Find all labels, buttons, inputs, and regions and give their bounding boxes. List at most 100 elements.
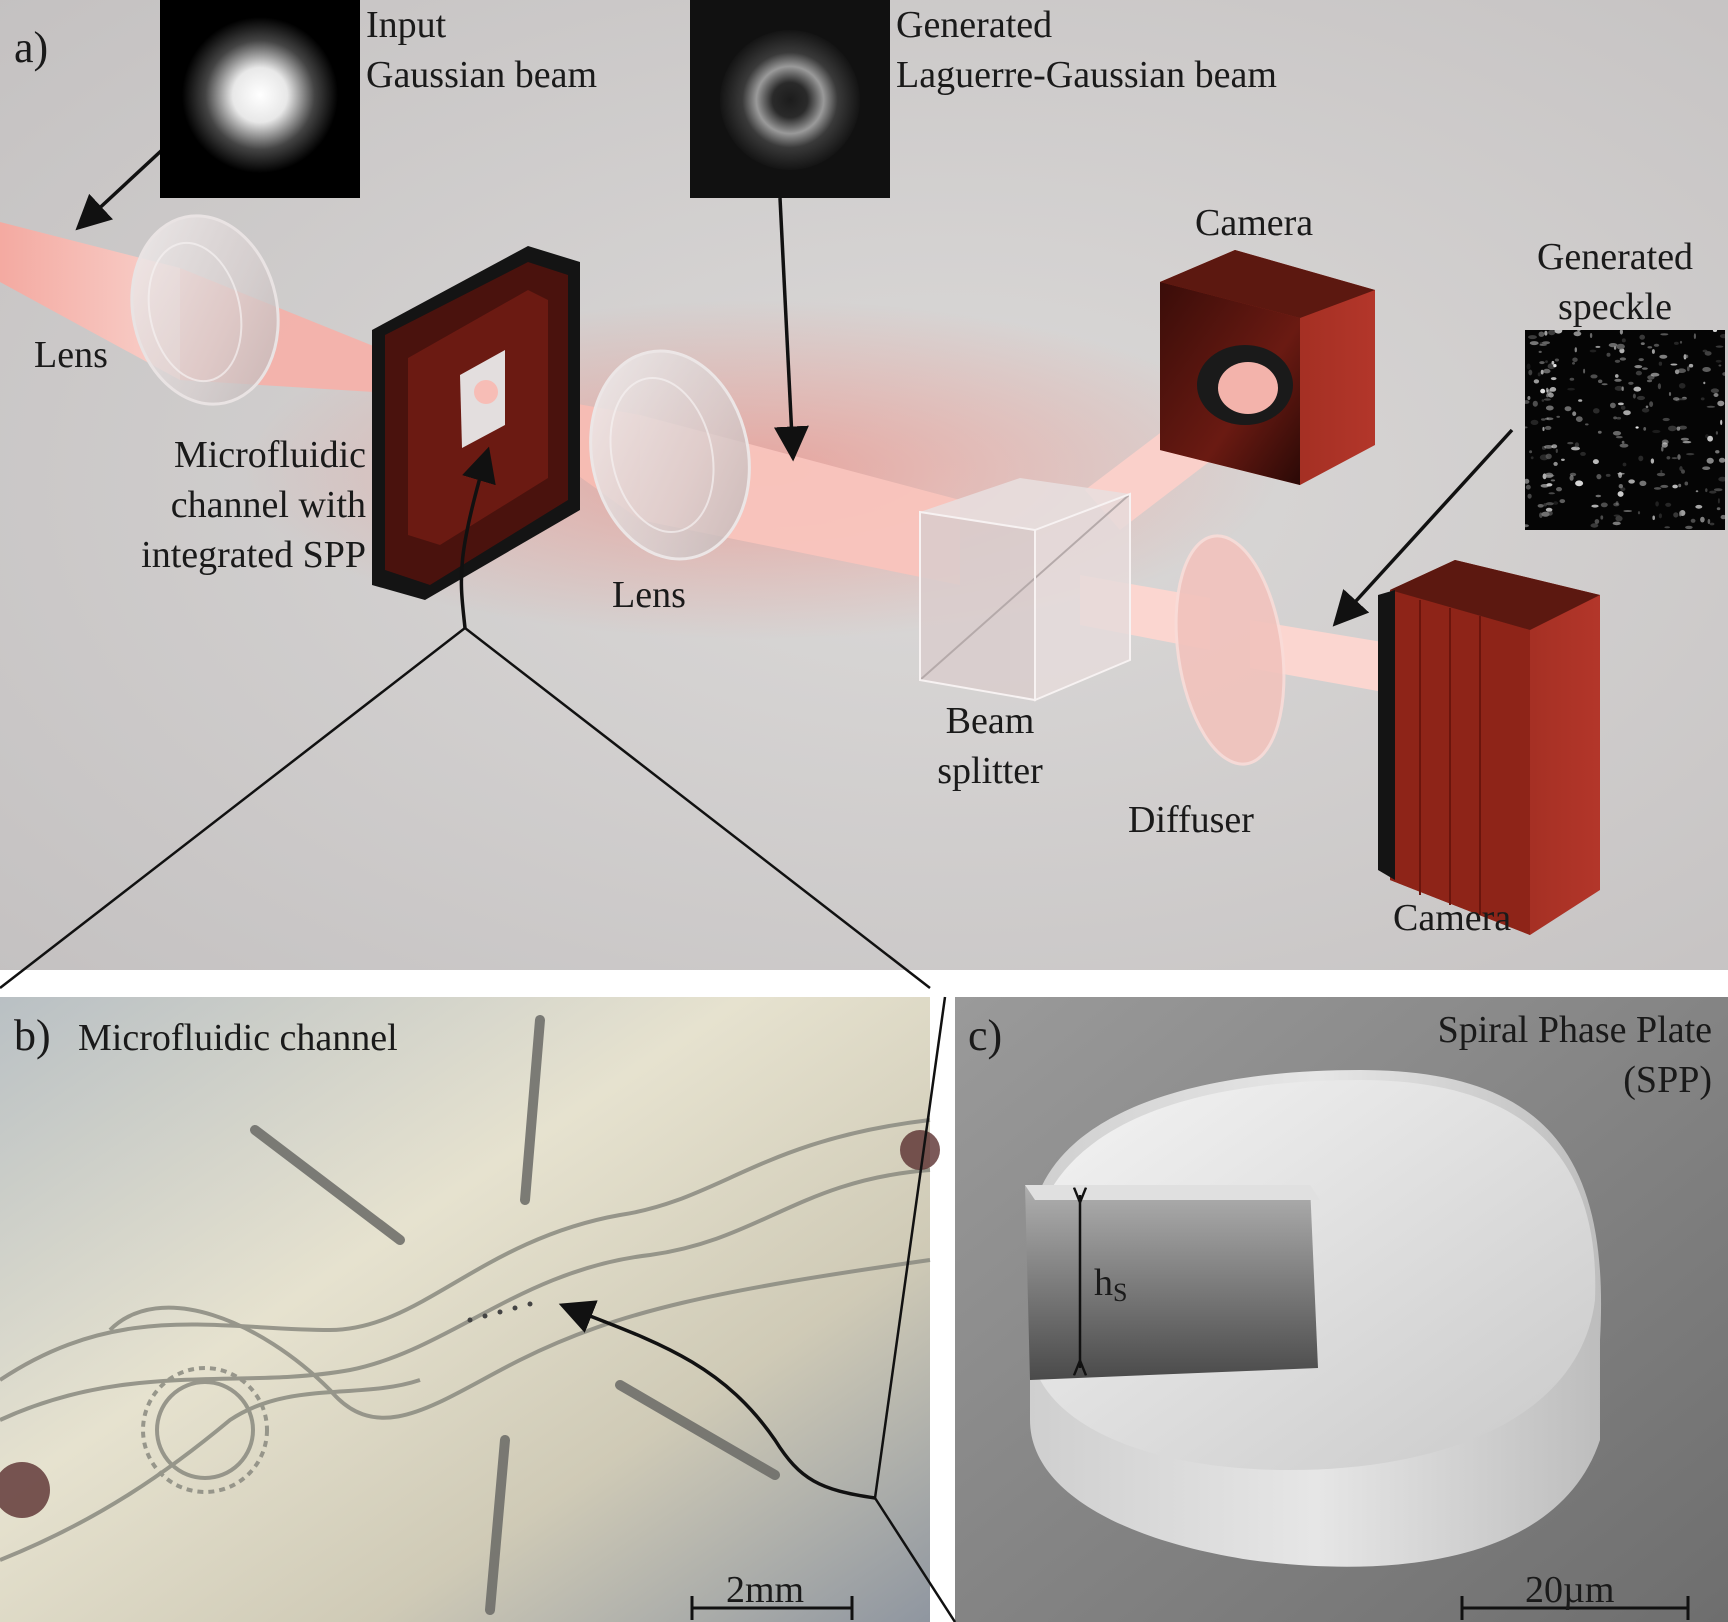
speckle-grain [1718,457,1725,463]
speckle-grain [1621,338,1626,343]
speckle-grain [1685,525,1693,530]
speckle-grain [1540,388,1546,394]
speckle-grain [1633,386,1642,392]
speckle-grain [1601,383,1608,386]
speckle-grain [1688,363,1694,368]
speckle-grain [1544,417,1554,421]
speckle-grain [1525,484,1531,490]
speckle-grain [1664,526,1671,529]
speckle-grain [1622,462,1627,467]
speckle-grain [1541,399,1545,402]
speckle-grain [1712,330,1718,332]
speckle-grain [1613,416,1617,420]
speckle-grain [1649,401,1654,407]
speckle-grain [1551,444,1558,449]
speckle-grain [1575,416,1583,422]
speckle-grain [1672,484,1678,489]
speckle-grain [1617,402,1624,406]
chip-arrow-markings [250,1015,780,1615]
speckle-grain [1543,398,1551,401]
speckle-grain [1553,461,1558,466]
speckle-grain [1638,455,1644,462]
speckle-grain [1635,426,1639,429]
speckle-grain [1655,501,1659,507]
speckle-grain [1720,334,1725,339]
speckle-grain [1585,423,1589,426]
speckle-grain [1662,417,1670,422]
speckle-grain [1674,341,1679,345]
speckle-grain [1595,494,1602,498]
speckle-grain [1578,399,1583,402]
speckle-grain [1660,484,1669,488]
speckle-grain [1608,343,1618,348]
speckle-grain [1543,368,1551,374]
speckle-grain [1555,448,1558,453]
speckle-grain [1679,466,1683,472]
speckle-grain [1572,411,1577,416]
speckle-grain [1679,340,1683,344]
speckle-grain [1713,488,1723,492]
panel-a-tag: a) [14,23,49,72]
top-camera [1160,250,1375,485]
speckle-grain [1546,387,1549,393]
speckle-grain [1709,522,1715,526]
speckle-grain [1678,398,1687,401]
zoom-line-c-bottom [873,1497,957,1622]
speckle-grain [1528,335,1537,340]
speckle-grain [1569,377,1575,381]
panel-b-tag: b) [14,1011,51,1060]
panel-b-background [0,997,930,1622]
speckle-grain [1538,350,1542,353]
speckle-grain [1548,492,1555,495]
speckle-grain [1717,400,1725,407]
speckle-grain [1583,368,1586,374]
speckle-grain [1715,431,1718,435]
middle-lens-label: Lens [612,574,686,616]
speckle-grain [1574,442,1579,448]
speckle-grain [1647,346,1653,349]
scalebar-b-label: 2mm [726,1569,805,1611]
speckle-grain [1561,458,1565,461]
speckle-grain [1617,491,1624,497]
speckle-grain [1544,445,1553,449]
speckle-grain [1615,435,1623,439]
speckle-grain [1641,408,1650,413]
speckle-grain [1590,523,1599,528]
channel-holder [372,246,580,600]
channel-dots [467,1301,533,1323]
speckle-grain [1528,369,1533,376]
speckle-grain [1680,437,1689,441]
speckle-grain [1539,361,1545,365]
outlet-port [900,1130,940,1170]
speckle-grain [1574,347,1577,353]
speckle-grain [1678,383,1686,389]
speckle-grain [1613,346,1617,350]
speckle-grain [1545,453,1552,460]
speckle-grain [1679,511,1682,517]
speckle-grain [1544,472,1554,478]
speckle-grain [1720,419,1723,426]
speckle-grain [1571,446,1580,451]
speckle-grain [1621,386,1624,391]
speckle-grain [1546,417,1549,420]
speckle-grain [1564,406,1572,412]
speckle-grain [1706,457,1714,464]
speckle-arrow [1332,428,1514,627]
lg-beam-inset [690,0,890,198]
input-arrow [75,136,177,231]
speckle-grain [1575,480,1584,487]
inlet-port [0,1462,50,1518]
speckle-grain [1544,330,1548,336]
speckle-grain [1658,361,1663,366]
speckle-grain [1652,429,1661,434]
speckle-grain [1548,330,1556,336]
speckle-grain [1567,387,1575,391]
speckle-grain [1646,379,1653,383]
speckle-grain [1554,330,1563,334]
speckle-grain [1661,442,1668,448]
speckle-grain [1640,342,1645,345]
speckle-grain [1638,358,1644,362]
speckle-grain [1716,507,1721,511]
